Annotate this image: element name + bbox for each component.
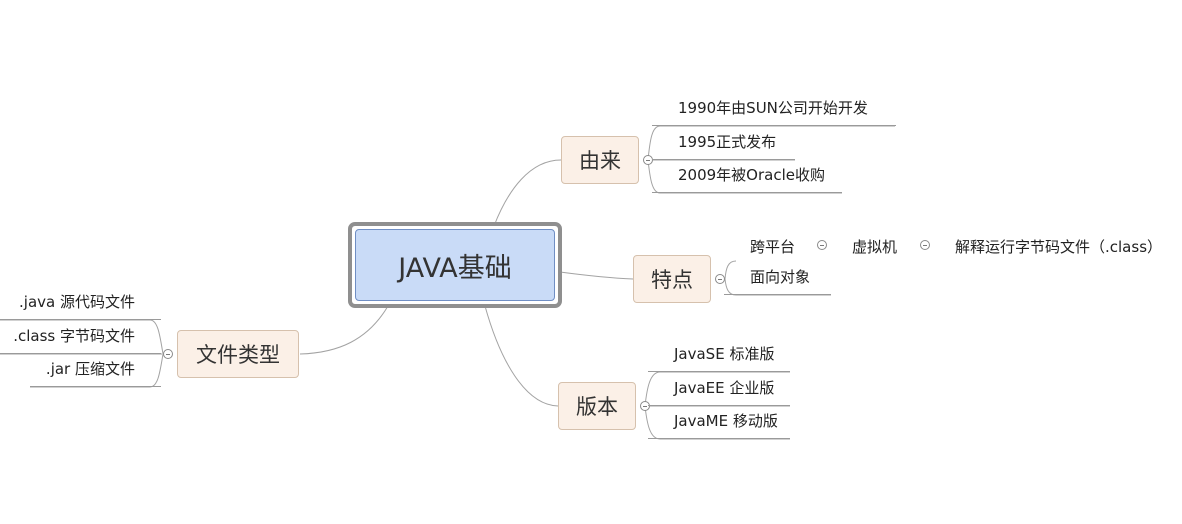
collapse-origin-toggle[interactable] bbox=[643, 155, 653, 165]
collapse-editions-toggle[interactable] bbox=[640, 401, 650, 411]
leaf-edition-me[interactable]: JavaME 移动版 bbox=[648, 406, 790, 439]
link-filetypes-leaf1 bbox=[0, 319, 164, 355]
leaf-edition-se[interactable]: JavaSE 标准版 bbox=[648, 339, 790, 372]
root-topic-label: JAVA基础 bbox=[355, 229, 555, 301]
link-origin-leaf1 bbox=[647, 125, 895, 161]
leaf-class-bytecode[interactable]: .class 字节码文件 bbox=[0, 321, 161, 354]
leaf-origin-2[interactable]: 1995正式发布 bbox=[652, 127, 795, 160]
leaf-virtual-machine[interactable]: 虚拟机 bbox=[852, 238, 898, 256]
topic-origin[interactable]: 由来 bbox=[561, 136, 639, 184]
collapse-cross-platform-toggle[interactable] bbox=[817, 240, 827, 250]
link-features-chain bbox=[724, 260, 737, 280]
leaf-origin-1[interactable]: 1990年由SUN公司开始开发 bbox=[652, 93, 896, 126]
leaf-object-oriented[interactable]: 面向对象 bbox=[724, 262, 831, 295]
link-root-features bbox=[559, 271, 634, 280]
leaf-cross-platform[interactable]: 跨平台 bbox=[750, 238, 796, 256]
leaf-bytecode-interpretation[interactable]: 解释运行字节码文件（.class） bbox=[955, 238, 1163, 256]
link-root-editions bbox=[484, 305, 559, 407]
collapse-features-toggle[interactable] bbox=[715, 274, 725, 284]
leaf-java-source[interactable]: .java 源代码文件 bbox=[0, 287, 161, 320]
root-topic[interactable]: JAVA基础 bbox=[348, 222, 562, 308]
link-root-filetypes bbox=[299, 305, 389, 355]
link-editions-leaf1 bbox=[644, 371, 790, 407]
collapse-virtual-machine-toggle[interactable] bbox=[920, 240, 930, 250]
topic-features[interactable]: 特点 bbox=[633, 255, 711, 303]
link-root-origin bbox=[493, 159, 562, 227]
collapse-filetypes-toggle[interactable] bbox=[163, 349, 173, 359]
topic-filetypes[interactable]: 文件类型 bbox=[177, 330, 299, 378]
leaf-jar-archive[interactable]: .jar 压缩文件 bbox=[30, 354, 161, 387]
topic-editions[interactable]: 版本 bbox=[558, 382, 636, 430]
leaf-origin-3[interactable]: 2009年被Oracle收购 bbox=[652, 160, 842, 193]
leaf-edition-ee[interactable]: JavaEE 企业版 bbox=[648, 373, 790, 406]
